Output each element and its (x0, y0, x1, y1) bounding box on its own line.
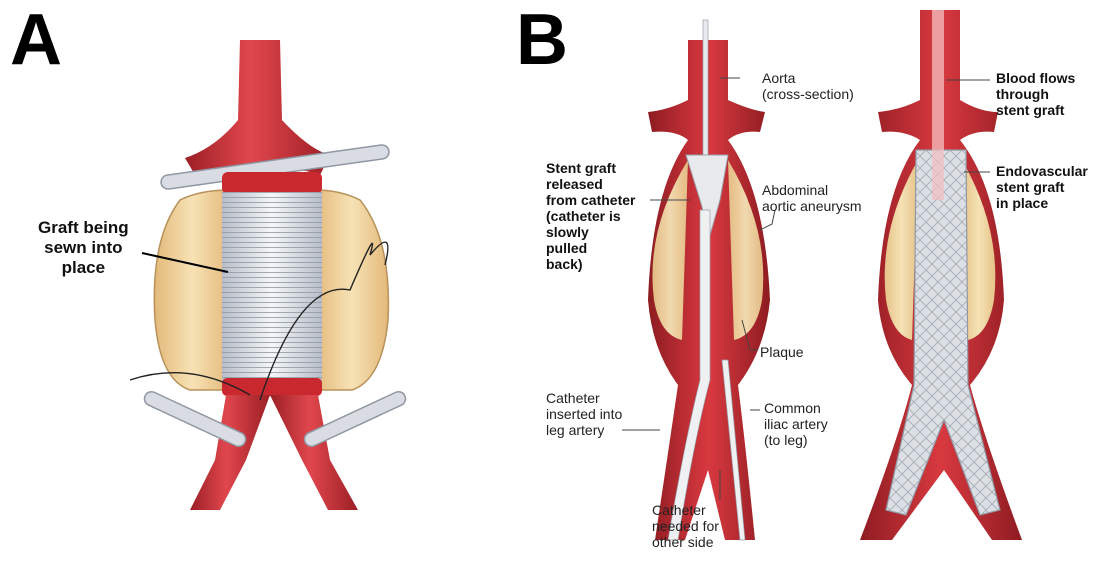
label-catheter-other: Catheter needed for other side (652, 502, 719, 550)
label-endovascular: Endovascular stent graft in place (996, 163, 1088, 211)
label-aneurysm: Abdominal aortic aneurysm (762, 182, 862, 214)
label-aorta: Aorta (cross-section) (762, 70, 854, 102)
label-common-iliac: Common iliac artery (to leg) (764, 400, 828, 448)
label-plaque: Plaque (760, 344, 804, 360)
label-stent-released: Stent graft released from catheter (cath… (546, 160, 635, 272)
label-catheter-leg: Catheter inserted into leg artery (546, 390, 622, 438)
label-blood-flows: Blood flows through stent graft (996, 70, 1075, 118)
graft-label: Graft being sewn into place (38, 218, 129, 278)
artery-left (648, 20, 770, 540)
